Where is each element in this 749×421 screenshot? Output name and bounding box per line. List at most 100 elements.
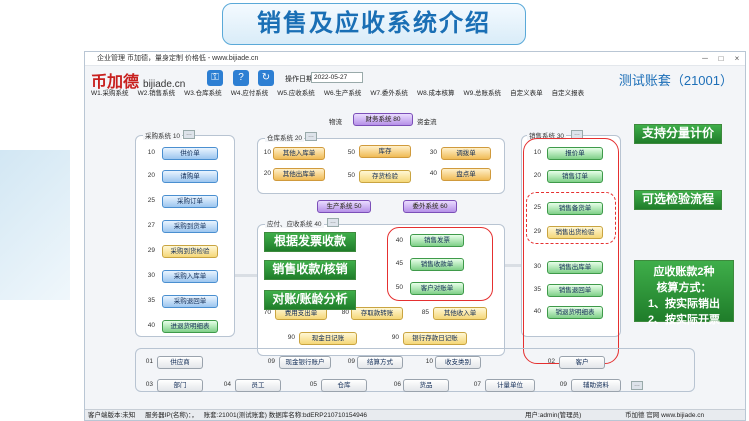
cangku-item-button[interactable]: 库存 bbox=[359, 145, 411, 158]
caigou-item-button[interactable]: 供价单 bbox=[162, 147, 218, 160]
minimize-button[interactable]: － bbox=[701, 54, 709, 63]
refresh-icon[interactable]: ↻ bbox=[258, 70, 274, 86]
item-number: 70 bbox=[263, 309, 271, 316]
basic-data-button[interactable]: 员工 bbox=[235, 379, 281, 392]
cangku-item-button[interactable]: 其他入库单 bbox=[273, 147, 325, 160]
date-label: 操作日期 bbox=[285, 76, 313, 83]
basic-data-button[interactable]: 收支类别 bbox=[435, 356, 481, 369]
shengchan-system-button[interactable]: 生产系统 50 bbox=[317, 200, 371, 213]
xiaoshou-item-button[interactable]: 销售备货单 bbox=[547, 202, 603, 215]
menu-item[interactable]: W6.生产系统 bbox=[323, 90, 362, 97]
item-number: 20 bbox=[147, 172, 155, 179]
basic-data-button[interactable]: 现金银行账户 bbox=[279, 356, 331, 369]
item-number: 04 bbox=[223, 381, 231, 388]
item-number: 40 bbox=[429, 170, 437, 177]
highlight-dashed-box bbox=[526, 192, 616, 244]
menu-item[interactable]: W7.委外系统 bbox=[370, 90, 408, 97]
status-website[interactable]: 币加德 官网 www.bijiade.cn bbox=[625, 412, 705, 419]
menu-item[interactable]: W3.仓库系统 bbox=[184, 90, 222, 97]
caigou-title: 采购系统 10 bbox=[143, 130, 183, 140]
caigou-item-button[interactable]: 采购入库单 bbox=[162, 270, 218, 283]
status-user: 用户:admin(管理员) bbox=[525, 412, 582, 419]
weiwai-system-button[interactable]: 委外系统 60 bbox=[403, 200, 457, 213]
menu-item[interactable]: 自定义报表 bbox=[551, 90, 585, 97]
yingshou-item-button[interactable]: 现金日记账 bbox=[299, 332, 357, 345]
item-number: 10 bbox=[147, 149, 155, 156]
yingshou-item-button[interactable]: 其他收入单 bbox=[433, 307, 487, 320]
app-window: 企业管理 币加德，量身定制 价格低 - www.bijiade.cn － □ ×… bbox=[84, 51, 746, 421]
caigou-item-button[interactable]: 采购订单 bbox=[162, 195, 218, 208]
more-button[interactable]: … bbox=[631, 381, 643, 390]
item-number: 06 bbox=[393, 381, 401, 388]
item-number: 35 bbox=[147, 297, 155, 304]
xiaoshou-item-button[interactable]: 销售出货检验 bbox=[547, 226, 603, 239]
xiaoshou-item-button[interactable]: 销退货明细表 bbox=[547, 306, 603, 319]
xiaoshou-item-button[interactable]: 销售退回单 bbox=[547, 284, 603, 297]
menu-item[interactable]: W8.成本核算 bbox=[416, 90, 455, 97]
window-titlebar: 企业管理 币加德，量身定制 价格低 - www.bijiade.cn bbox=[85, 52, 745, 66]
close-button[interactable]: × bbox=[734, 54, 740, 63]
item-number: 27 bbox=[147, 222, 155, 229]
more-button[interactable]: … bbox=[305, 132, 317, 141]
xiaoshou-item-button[interactable]: 销售出库单 bbox=[547, 261, 603, 274]
maximize-button[interactable]: □ bbox=[718, 54, 724, 63]
more-button[interactable]: … bbox=[327, 218, 339, 227]
tab-wuliu[interactable]: 物流 bbox=[329, 119, 342, 126]
item-number: 01 bbox=[145, 358, 153, 365]
item-number: 09 bbox=[559, 381, 567, 388]
help-icon[interactable]: ? bbox=[233, 70, 249, 86]
item-number: 30 bbox=[533, 263, 541, 270]
caigou-item-button[interactable]: 采购退回单 bbox=[162, 295, 218, 308]
menu-item[interactable]: W5.应收系统 bbox=[277, 90, 315, 97]
item-number: 30 bbox=[429, 149, 437, 156]
menu-item[interactable]: 自定义表单 bbox=[510, 90, 543, 97]
date-input[interactable]: 2022-05-27 bbox=[311, 72, 363, 83]
xiaoshou-item-button[interactable]: 销售订单 bbox=[547, 170, 603, 183]
item-number: 40 bbox=[395, 237, 403, 244]
yingshou-item-button[interactable]: 存取款转账 bbox=[351, 307, 403, 320]
basic-data-button[interactable]: 供应商 bbox=[157, 356, 203, 369]
basic-data-button[interactable]: 部门 bbox=[157, 379, 203, 392]
basic-data-button[interactable]: 结算方式 bbox=[357, 356, 403, 369]
key-icon[interactable]: ⚿ bbox=[207, 70, 223, 86]
cangku-item-button[interactable]: 盘点单 bbox=[441, 168, 491, 181]
yingshou-item-button[interactable]: 销售发票 bbox=[410, 234, 464, 247]
basic-data-button[interactable]: 客户 bbox=[559, 356, 605, 369]
status-bar: 客户端版本:未知 服务器IP(名称)：， 账套:21001(测试账套) 数据库名… bbox=[85, 409, 745, 420]
menu-item[interactable]: W2.销售系统 bbox=[137, 90, 176, 97]
item-number: 29 bbox=[147, 247, 155, 254]
tab-zijin: 资金流 bbox=[417, 119, 437, 126]
menu-item[interactable]: W1.采购系统 bbox=[91, 90, 129, 97]
menu-item[interactable]: W4.应付系统 bbox=[230, 90, 269, 97]
more-button[interactable]: … bbox=[183, 130, 195, 139]
item-number: 30 bbox=[147, 272, 155, 279]
item-number: 07 bbox=[473, 381, 481, 388]
caiwu-system-button[interactable]: 财务系统 80 bbox=[353, 113, 413, 126]
background-building-image bbox=[0, 150, 70, 300]
item-number: 20 bbox=[533, 172, 541, 179]
cangku-item-button[interactable]: 调拨单 bbox=[441, 147, 491, 160]
yingshou-item-button[interactable]: 销售收款单 bbox=[410, 258, 464, 271]
basic-data-button[interactable]: 计量单位 bbox=[485, 379, 535, 392]
basic-data-button[interactable]: 辅助资料 bbox=[571, 379, 621, 392]
connector-arrow bbox=[505, 264, 521, 267]
menu-item[interactable]: W9.总账系统 bbox=[463, 90, 502, 97]
xiaoshou-item-button[interactable]: 报价单 bbox=[547, 147, 603, 160]
basic-data-button[interactable]: 仓库 bbox=[321, 379, 367, 392]
callout-line: 核算方式： bbox=[656, 282, 712, 294]
yingshou-item-button[interactable]: 银行存款日记账 bbox=[403, 332, 467, 345]
callout-unit-pricing: 支持分量计价 bbox=[634, 124, 722, 144]
app-logo: 币加德 bijiade.cn bbox=[91, 74, 186, 91]
callout-ar-accounting: 应收账款2种 核算方式： 1、按实际销出 2、按实际开票 bbox=[634, 260, 734, 326]
cangku-item-button[interactable]: 其他出库单 bbox=[273, 168, 325, 181]
cangku-item-button[interactable]: 存货检验 bbox=[359, 170, 411, 183]
basic-data-button[interactable]: 货品 bbox=[403, 379, 449, 392]
item-number: 40 bbox=[147, 322, 155, 329]
caigou-item-button[interactable]: 请购单 bbox=[162, 170, 218, 183]
caigou-item-button[interactable]: 进退货明细表 bbox=[162, 320, 218, 333]
caigou-item-button[interactable]: 采购到货单 bbox=[162, 220, 218, 233]
item-number: 02 bbox=[547, 358, 555, 365]
yingshou-item-button[interactable]: 客户对账单 bbox=[410, 282, 464, 295]
item-number: 10 bbox=[425, 358, 433, 365]
caigou-item-button[interactable]: 采购到货检验 bbox=[162, 245, 218, 258]
